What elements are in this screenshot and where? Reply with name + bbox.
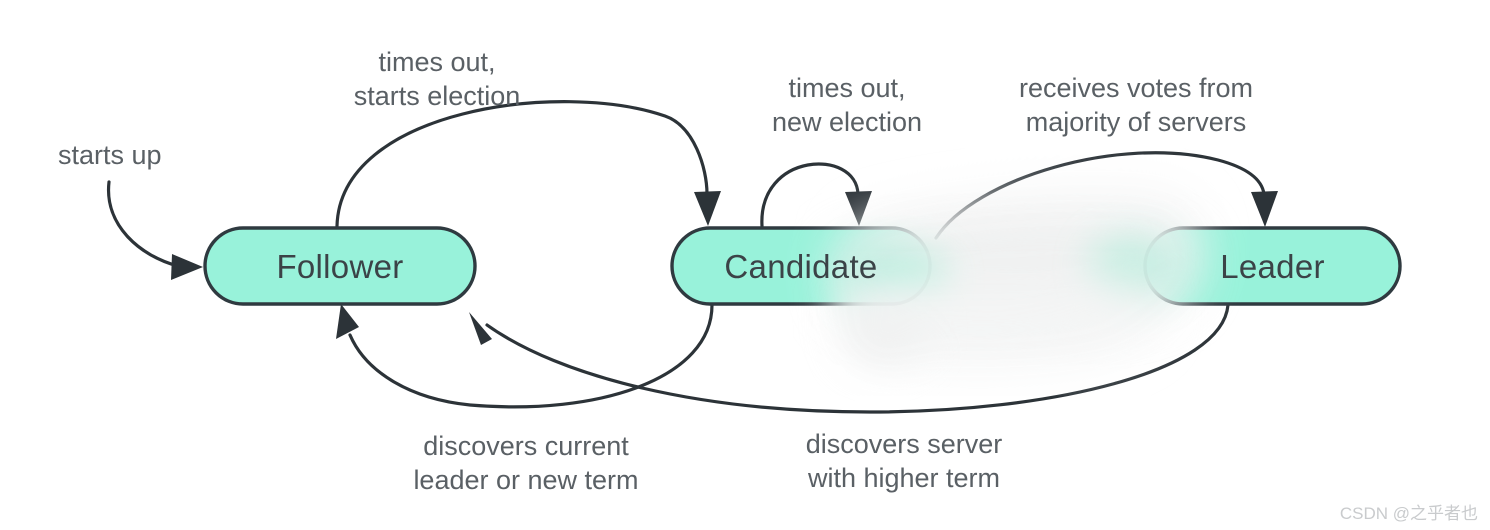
edge-label-times-out-starts-election: times out, starts election	[337, 46, 537, 114]
blur-smudge-overlay	[837, 197, 1197, 367]
state-label-candidate: Candidate	[724, 250, 878, 283]
edge-label-line2: new election	[771, 106, 923, 137]
edge-label-line1: receives votes from	[1018, 73, 1254, 103]
edge-label-line1: times out,	[378, 47, 496, 77]
edge-label-receives-votes: receives votes from majority of servers	[1003, 72, 1269, 140]
edge-label-line1: discovers current	[423, 431, 629, 461]
edge-label-line2: leader or new term	[413, 464, 639, 495]
edge-starts-up	[106, 180, 203, 280]
edge-leader-to-follower	[469, 303, 1230, 414]
state-node-follower[interactable]	[203, 226, 477, 306]
edge-candidate-to-follower	[336, 303, 714, 409]
edge-label-line2: majority of servers	[1025, 106, 1247, 137]
state-label-leader: Leader	[1220, 248, 1325, 285]
edge-label-discovers-server: discovers server with higher term	[786, 428, 1022, 496]
edge-label-starts-up: starts up	[58, 139, 162, 173]
edge-candidate-to-leader	[934, 151, 1278, 240]
edge-label-line2: starts election	[353, 80, 521, 111]
state-label-follower: Follower	[276, 248, 404, 285]
edge-label-line2: with higher term	[807, 462, 1001, 493]
edge-label-discovers-current-leader: discovers current leader or new term	[392, 430, 660, 498]
watermark: CSDN @之乎者也	[1339, 504, 1478, 523]
edge-label-starts-up-line1: starts up	[58, 140, 162, 170]
edge-label-line1: discovers server	[805, 429, 1003, 459]
edge-candidate-self-loop	[760, 162, 872, 228]
edge-label-line1: times out,	[788, 73, 906, 103]
edge-label-times-out-new-election: times out, new election	[757, 72, 937, 140]
edge-follower-to-candidate	[335, 100, 721, 228]
